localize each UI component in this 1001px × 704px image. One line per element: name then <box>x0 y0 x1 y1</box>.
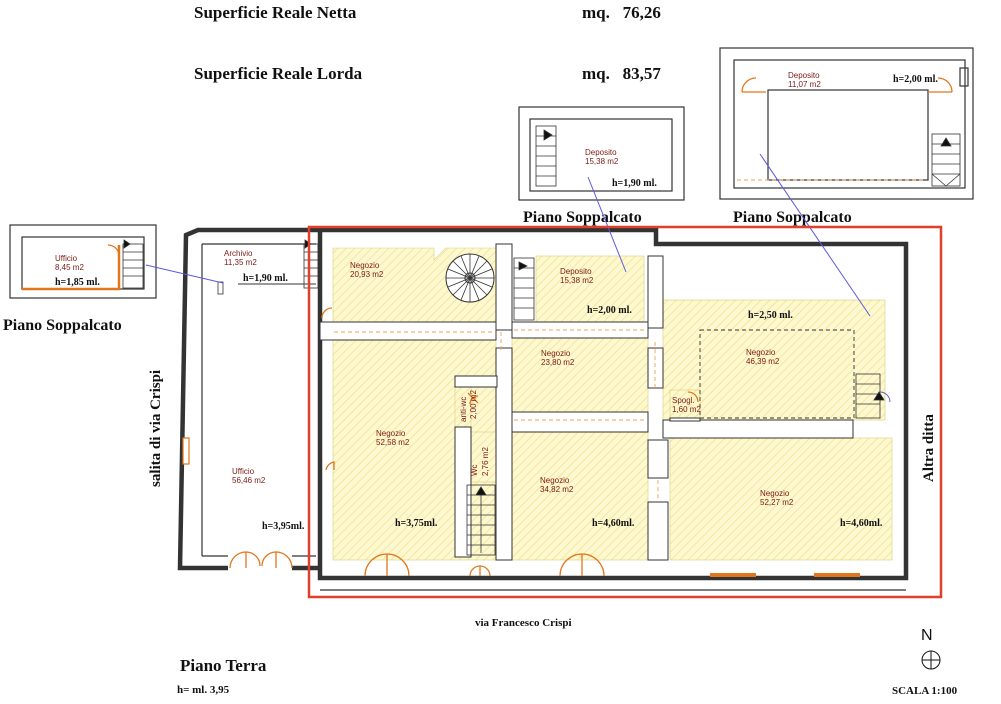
room-name: Negozio <box>746 348 776 357</box>
gross-area-label: Superficie Reale Lorda <box>194 64 363 83</box>
room-name: Spogl. <box>672 396 695 405</box>
room-area: 11,35 m2 <box>224 258 257 267</box>
room-area: 8,45 m2 <box>55 263 84 272</box>
room-area: 23,80 m2 <box>541 358 575 367</box>
room-area: 1,60 m2 <box>672 405 701 414</box>
street-left-label: salita di via Crispi <box>148 370 164 487</box>
neighbor-label: Altra ditta <box>921 414 937 482</box>
room-name: Negozio <box>350 261 380 270</box>
floor-title: Piano Terra <box>180 656 267 675</box>
room-area: 11,07 m2 <box>788 80 821 89</box>
room-height: h=2,00 ml. <box>893 74 938 85</box>
net-area-label: Superficie Reale Netta <box>194 3 357 22</box>
spiral-stair-icon <box>445 253 495 303</box>
stair-icon <box>303 239 319 289</box>
room-name: Deposito <box>788 71 820 80</box>
room-area: 15,38 m2 <box>560 276 594 285</box>
stair-icon <box>535 125 557 187</box>
stair-icon <box>466 484 496 556</box>
room-height: h=1,90 ml. <box>243 273 288 284</box>
room-height: h=4,60ml. <box>840 518 883 529</box>
mezzanine-left: Ufficio 8,45 m2 h=1,85 ml. Piano Soppalc… <box>3 224 157 334</box>
room-height: h=1,85 ml. <box>55 277 100 288</box>
room-name: Ufficio <box>232 467 255 476</box>
highlight-frame <box>307 225 943 599</box>
room-height: h=2,50 ml. <box>748 310 793 321</box>
room-name: Negozio <box>760 489 790 498</box>
room-area: 34,82 m2 <box>540 485 574 494</box>
room-area: 52,58 m2 <box>376 438 410 447</box>
room-area: 2,76 m2 <box>481 447 490 476</box>
room-name: Wc <box>470 464 479 476</box>
room-area: 15,38 m2 <box>585 157 619 166</box>
room-height: h=3,75ml. <box>395 518 438 529</box>
room-height: h=1,90 ml. <box>612 178 657 189</box>
leader-lines <box>145 153 871 317</box>
room-height: h=4,60ml. <box>592 518 635 529</box>
stair-icon <box>855 373 891 419</box>
mezzanine-title: Piano Soppalcato <box>3 317 122 334</box>
room-area: 20,93 m2 <box>350 270 384 279</box>
room-height: h=3,95ml. <box>262 521 305 532</box>
room-area: 46,39 m2 <box>746 357 780 366</box>
floor-height: h= ml. 3,95 <box>177 684 230 696</box>
room-area: 56,46 m2 <box>232 476 266 485</box>
mezzanine-right: Deposito 11,07 m2 h=2,00 ml. Piano Soppa… <box>719 47 974 226</box>
room-name: Deposito <box>560 267 592 276</box>
mezzanine-title: Piano Soppalcato <box>733 209 852 226</box>
stair-icon <box>931 133 961 187</box>
room-name: Ufficio <box>55 254 78 263</box>
scale-label: SCALA 1:100 <box>892 685 958 697</box>
room-name: Deposito <box>585 148 617 157</box>
stair-icon <box>122 239 144 289</box>
room-area: 2,00 m2 <box>469 390 478 419</box>
ground-shop-building: Negozio 20,93 m2 Negozio 52,58 m2 h=3,75… <box>317 227 909 591</box>
gross-area-value: mq. 83,57 <box>582 64 661 83</box>
ground-left-building: Archivio 11,35 m2 h=1,90 ml. Ufficio 56,… <box>177 227 320 571</box>
net-area-value: mq. 76,26 <box>582 3 661 22</box>
room-name: Negozio <box>541 349 571 358</box>
street-bottom-label: via Francesco Crispi <box>475 617 572 629</box>
room-name: Archivio <box>224 249 253 258</box>
compass-icon: N <box>921 627 941 670</box>
room-name: anti-wc <box>459 397 468 422</box>
room-area: 52,27 m2 <box>760 498 794 507</box>
room-height: h=2,00 ml. <box>587 305 632 316</box>
room-name: Negozio <box>540 476 570 485</box>
room-name: Negozio <box>376 429 406 438</box>
stair-icon <box>513 257 535 321</box>
mezzanine-title: Piano Soppalcato <box>523 209 642 226</box>
north-label: N <box>921 627 933 644</box>
mezzanine-middle: Deposito 15,38 m2 h=1,90 ml. Piano Soppa… <box>518 106 685 226</box>
